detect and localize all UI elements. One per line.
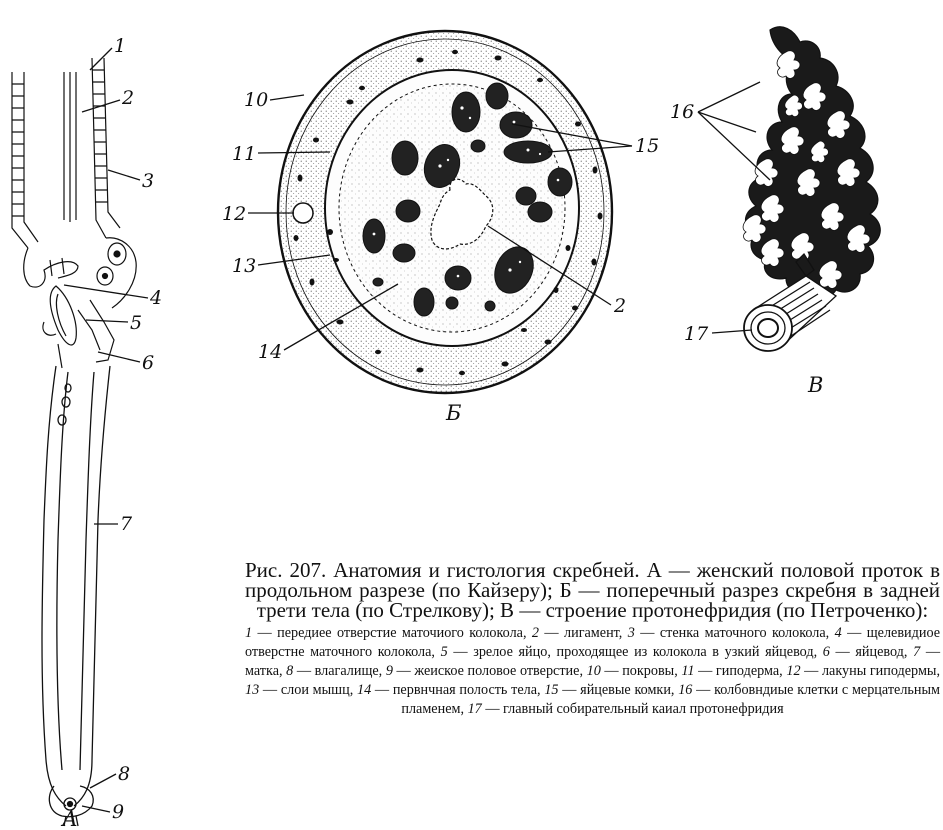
legend-item-text: — лигамент, [539, 625, 628, 641]
legend-item-number: 9 [386, 663, 393, 679]
panel-a-drawing [12, 48, 148, 826]
legend-item-number: 3 [628, 625, 635, 641]
legend-item-number: 13 [245, 682, 259, 698]
legend-item-number: 2 [532, 625, 539, 641]
label-2-section: 2 [613, 295, 626, 317]
label-3: 3 [142, 170, 154, 192]
legend-item-number: 15 [544, 682, 558, 698]
legend-item-text: — жеиское половое отверстие, [393, 663, 587, 679]
legend-item-number: 6 [823, 644, 830, 660]
legend-item-number: 11 [681, 663, 694, 679]
legend-item-text: — покровы, [601, 663, 682, 679]
label-14: 14 [258, 341, 282, 363]
bell-lower-cells [24, 238, 136, 308]
legend-item: 15 — яйцевые комки, [544, 682, 678, 698]
legend-item-text: — главный собирательный каиал протонефри… [482, 701, 784, 717]
legend-item: 8 — влагалище, [286, 663, 386, 679]
legend-item-text: — гиподерма, [695, 663, 787, 679]
figure-caption: Рис. 207. Анатомия и гистология скребней… [245, 560, 940, 719]
legend-item-text: — яйцевые комки, [559, 682, 679, 698]
legend-item-number: 4 [835, 625, 842, 641]
label-16: 16 [670, 101, 694, 123]
legend-item: 11 — гиподерма, [681, 663, 786, 679]
panel-label-a: А [60, 807, 78, 830]
legend-item-number: 14 [357, 682, 371, 698]
legend-item-text: — передиее отверстие маточиого колокола, [252, 625, 532, 641]
label-7: 7 [120, 513, 133, 535]
legend-item-number: 12 [786, 663, 800, 679]
label-17: 17 [684, 323, 709, 345]
legend-item-number: 5 [441, 644, 448, 660]
legend-item: 10 — покровы, [587, 663, 682, 679]
panel-label-v: В [807, 373, 823, 397]
label-1: 1 [114, 35, 126, 57]
caption-legend: 1 — передиее отверстие маточиого колокол… [245, 624, 940, 719]
legend-item: 17 — главный собирательный каиал протоне… [468, 701, 784, 717]
legend-item-number: 16 [678, 682, 692, 698]
label-12: 12 [222, 203, 246, 225]
legend-item: 12 — лакуны гиподермы, [786, 663, 940, 679]
label-9: 9 [112, 801, 124, 823]
legend-item-number: 10 [587, 663, 601, 679]
label-4: 4 [149, 287, 162, 309]
legend-item: 1 — передиее отверстие маточиого колокол… [245, 625, 532, 641]
legend-item: 3 — стенка маточного колокола, [628, 625, 835, 641]
caption-title: Рис. 207. Анатомия и гистология скребней… [245, 560, 940, 620]
legend-item-text: — яйцевод, [830, 644, 913, 660]
legend-item-text: — слои мышц, [259, 682, 357, 698]
label-5: 5 [130, 312, 142, 334]
legend-item-text: — зрелое яйцо, проходящее из колокола в … [448, 644, 823, 660]
legend-item-text: — стенка маточного колокола, [635, 625, 835, 641]
bell-wall-left [12, 72, 38, 248]
label-13: 13 [232, 255, 256, 277]
lacuna [293, 203, 313, 223]
label-10: 10 [244, 89, 268, 111]
oviduct [43, 300, 114, 368]
legend-item: 9 — жеиское половое отверстие, [386, 663, 587, 679]
panel-label-b: Б [445, 401, 461, 425]
uterus [42, 366, 110, 806]
legend-item-text: — влагалище, [293, 663, 386, 679]
legend-item: 13 — слои мышц, [245, 682, 357, 698]
legend-item-text: — первнчная полость тела, [371, 682, 544, 698]
legend-item-text: — лакуны гиподермы, [801, 663, 940, 679]
ligament [64, 72, 76, 222]
label-11: 11 [232, 143, 256, 165]
bell-wall-right [92, 58, 120, 238]
legend-item: 6 — яйцевод, [823, 644, 913, 660]
mature-egg [50, 286, 76, 345]
panel-v-drawing [698, 27, 880, 351]
label-8: 8 [118, 763, 130, 785]
label-15: 15 [635, 135, 659, 157]
label-2: 2 [121, 87, 134, 109]
label-6: 6 [142, 352, 154, 374]
legend-item: 2 — лигамент, [532, 625, 628, 641]
panel-b-drawing [248, 31, 632, 393]
legend-item: 14 — первнчная полость тела, [357, 682, 544, 698]
legend-item: 5 — зрелое яйцо, проходящее из колокола … [441, 644, 823, 660]
legend-item-number: 17 [468, 701, 482, 717]
